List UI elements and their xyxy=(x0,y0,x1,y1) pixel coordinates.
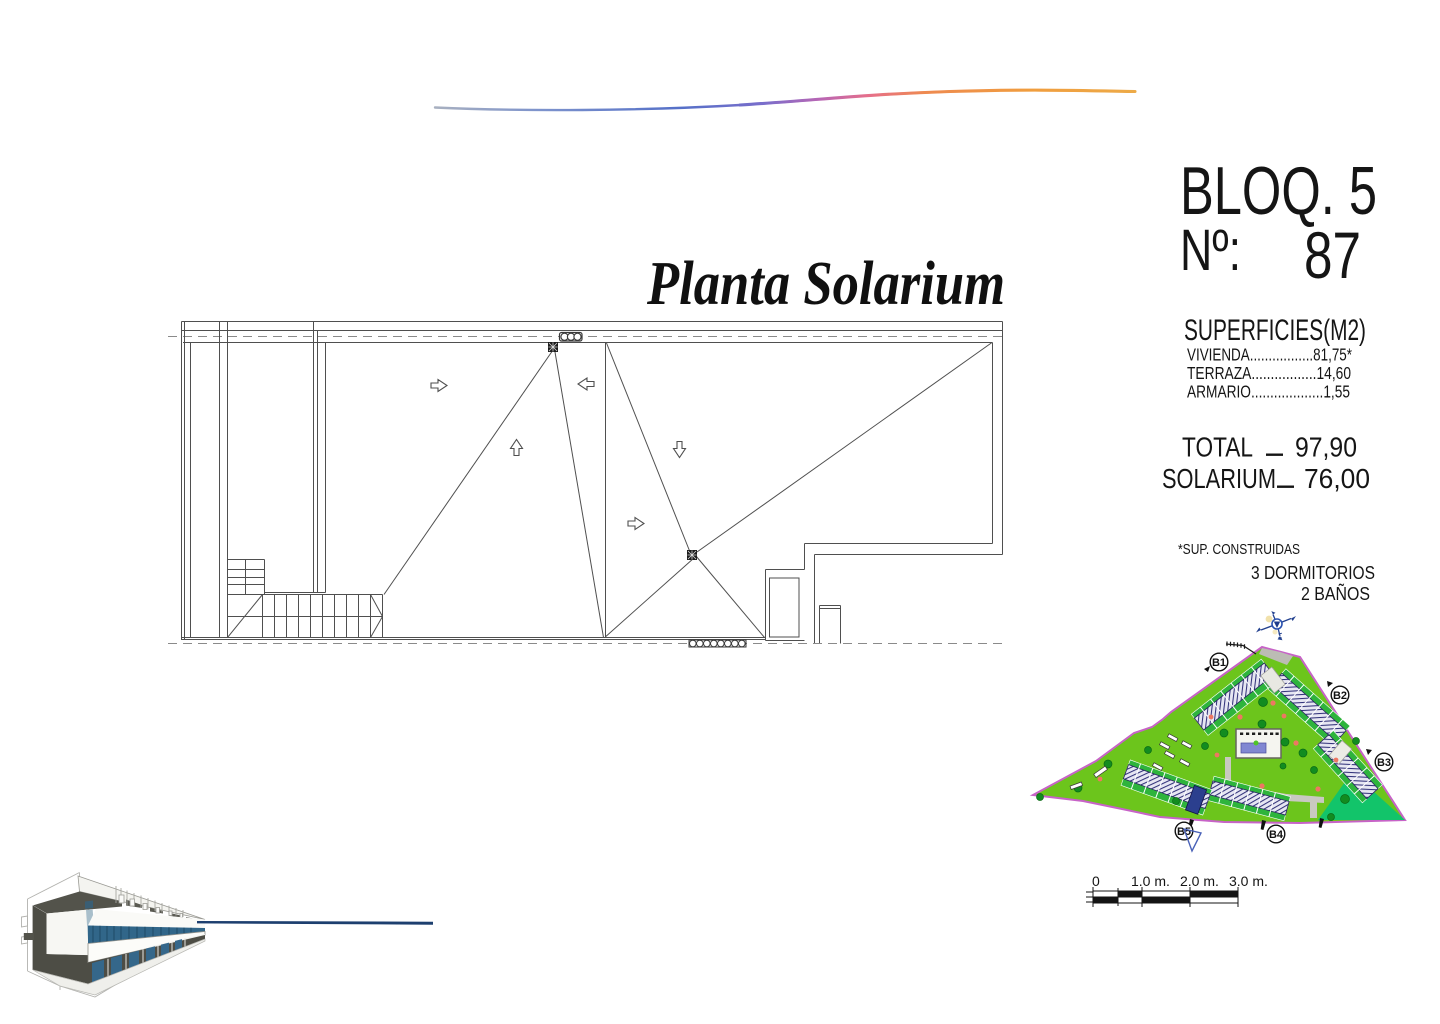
svg-text:TERRAZA.................14,60: TERRAZA.................14,60 xyxy=(1187,363,1351,383)
svg-text:SUPERFICIES(M2): SUPERFICIES(M2) xyxy=(1184,314,1366,347)
svg-text:B1: B1 xyxy=(1212,657,1226,669)
svg-text:B4: B4 xyxy=(1269,829,1284,841)
svg-text:87: 87 xyxy=(1304,218,1361,292)
svg-text:3.0 m.: 3.0 m. xyxy=(1229,873,1268,889)
svg-text:B5: B5 xyxy=(1177,826,1191,838)
svg-text:BLOQ. 5: BLOQ. 5 xyxy=(1180,153,1377,229)
svg-text:TOTAL: TOTAL xyxy=(1182,432,1253,463)
svg-text:VIVIENDA.................81,75: VIVIENDA.................81,75* xyxy=(1187,345,1352,365)
svg-text:0: 0 xyxy=(1092,873,1100,889)
svg-text:97,90: 97,90 xyxy=(1295,432,1357,463)
svg-text:B2: B2 xyxy=(1333,690,1347,702)
svg-text:SOLARIUM: SOLARIUM xyxy=(1162,463,1276,494)
svg-text:76,00: 76,00 xyxy=(1304,463,1370,494)
svg-text:ARMARIO...................1,55: ARMARIO...................1,55 xyxy=(1187,382,1350,402)
svg-text:B3: B3 xyxy=(1377,757,1391,769)
svg-text:Planta Solarium: Planta Solarium xyxy=(646,250,1005,318)
svg-text:*SUP. CONSTRUIDAS: *SUP. CONSTRUIDAS xyxy=(1178,542,1300,558)
svg-text:2.0 m.: 2.0 m. xyxy=(1180,873,1219,889)
svg-text:Nº:: Nº: xyxy=(1180,218,1241,283)
svg-text:3 DORMITORIOS: 3 DORMITORIOS xyxy=(1251,563,1375,583)
svg-text:2 BAÑOS: 2 BAÑOS xyxy=(1301,583,1370,604)
svg-text:1.0 m.: 1.0 m. xyxy=(1131,873,1170,889)
